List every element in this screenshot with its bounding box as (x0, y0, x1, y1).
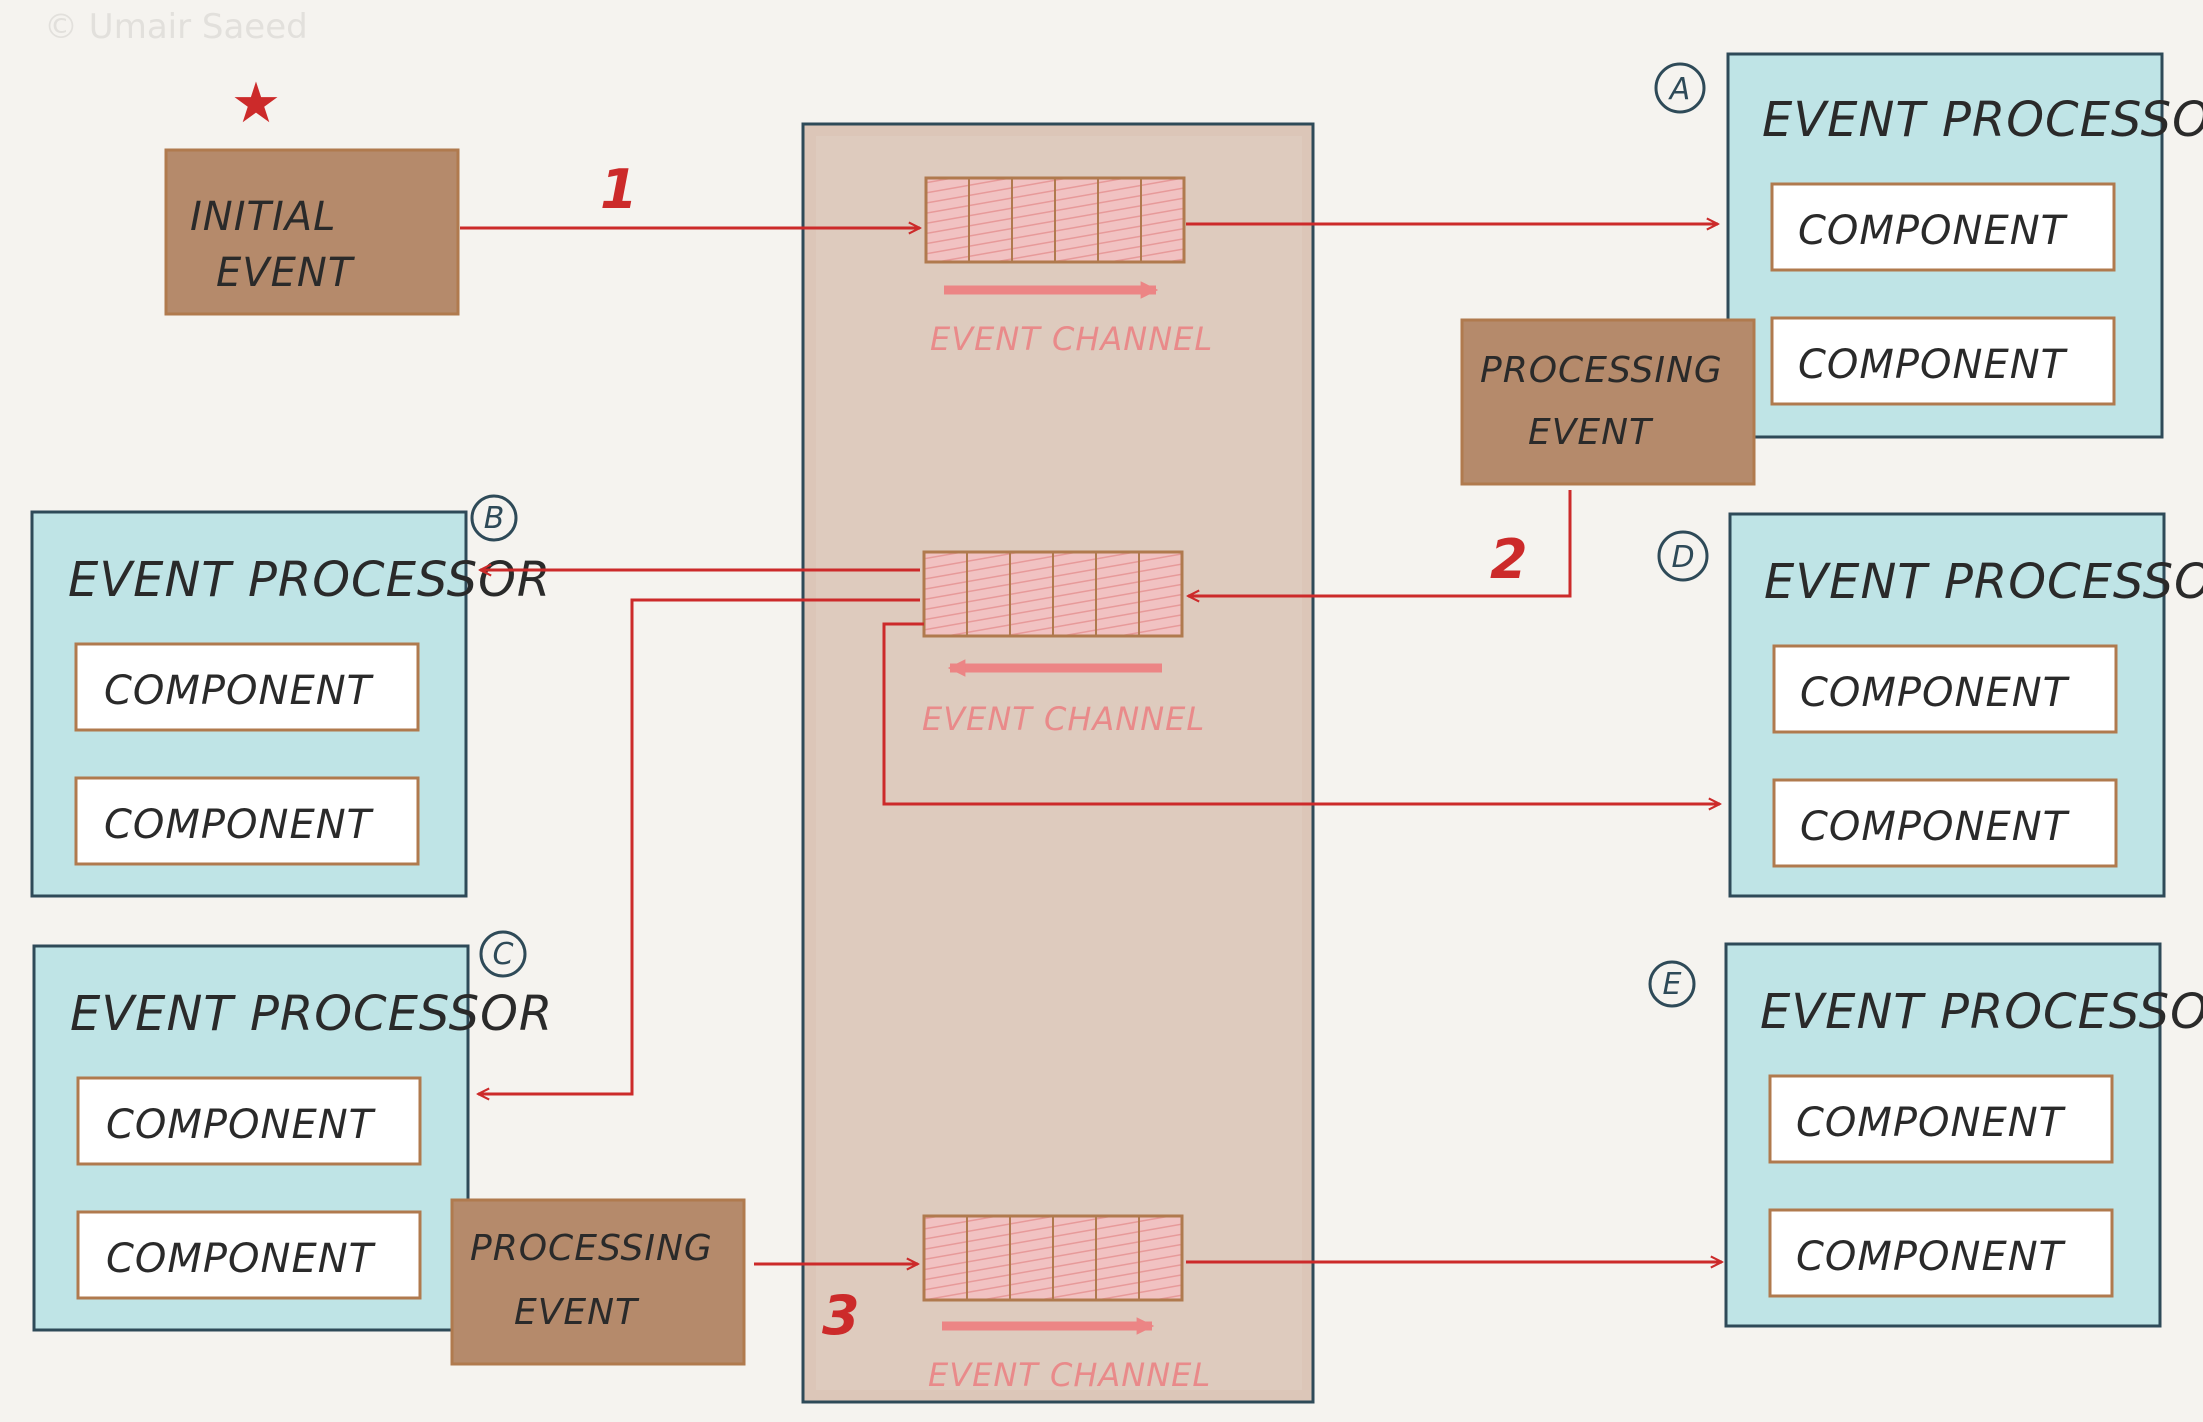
event-channel-3: EVENT CHANNEL (922, 1214, 1211, 1394)
channel-label-1: EVENT CHANNEL (930, 320, 1213, 358)
processing-event-top: PROCESSING EVENT (1460, 318, 1756, 486)
initial-event-line1: INITIAL (190, 194, 336, 240)
component-box (76, 1210, 422, 1300)
marker-b: B (484, 501, 505, 536)
event-broker-column (801, 122, 1315, 1404)
processor-c-title: EVENT PROCESSOR (70, 986, 553, 1042)
component-label: COMPONENT (104, 802, 375, 848)
event-processor-b: B EVENT PROCESSOR COMPONENT COMPONENT (30, 494, 551, 898)
component-box (1772, 644, 2118, 734)
channel-label-3: EVENT CHANNEL (928, 1356, 1211, 1394)
component-label: COMPONENT (104, 668, 375, 714)
component-label: COMPONENT (106, 1236, 377, 1282)
arrow-channel2-to-processor-c (478, 598, 920, 1094)
marker-e-circle (1648, 960, 1696, 1008)
processing-event-top-line1: PROCESSING (1480, 350, 1723, 391)
processor-d-title: EVENT PROCESSOR (1764, 554, 2203, 610)
component-label: COMPONENT (1798, 208, 2069, 254)
event-processor-d: D EVENT PROCESSOR COMPONENT COMPONENT (1657, 512, 2203, 898)
component-box (1772, 778, 2118, 868)
processor-a-title: EVENT PROCESSOR (1762, 92, 2203, 148)
channel-label-2: EVENT CHANNEL (922, 700, 1205, 738)
component-label: COMPONENT (106, 1102, 377, 1148)
event-channel-1: EVENT CHANNEL (924, 176, 1213, 358)
marker-d: D (1671, 540, 1694, 575)
component-box (1768, 1208, 2114, 1298)
component-box (76, 1076, 422, 1166)
marker-e: E (1663, 967, 1682, 1002)
component-box (1768, 1074, 2114, 1164)
component-label: COMPONENT (1800, 670, 2071, 716)
event-processor-e: E EVENT PROCESSOR COMPONENT COMPONENT (1648, 942, 2203, 1328)
processor-b-title: EVENT PROCESSOR (68, 552, 551, 608)
processing-event-top-line2: EVENT (1528, 412, 1654, 453)
arrow-processing-event-to-channel2 (1188, 490, 1572, 596)
processing-event-bottom-line2: EVENT (514, 1292, 640, 1333)
component-label: COMPONENT (1798, 342, 2069, 388)
marker-b-circle (470, 494, 518, 542)
marker-c: C (493, 937, 514, 972)
event-processor-c: C EVENT PROCESSOR COMPONENT COMPONENT (32, 930, 553, 1332)
processor-e-title: EVENT PROCESSOR (1760, 984, 2203, 1040)
flow-arrows (460, 224, 1722, 1264)
processing-event-bottom: PROCESSING EVENT (450, 1198, 746, 1366)
component-box (1770, 316, 2116, 406)
component-label: COMPONENT (1796, 1100, 2067, 1146)
marker-a-circle (1654, 62, 1706, 114)
step-2-label: 2 (1490, 528, 1528, 591)
step-1-label: 1 (600, 158, 638, 221)
arrow-channel2-to-processor-d (882, 622, 1720, 804)
component-box (74, 776, 420, 866)
marker-c-circle (479, 930, 527, 978)
watermark-text: © Umair Saeed (44, 7, 308, 47)
marker-a: A (1668, 72, 1691, 107)
component-box (74, 642, 420, 732)
initial-event-line2: EVENT (216, 250, 356, 296)
component-box (1770, 182, 2116, 272)
marker-d-circle (1657, 530, 1709, 582)
event-channel-2: EVENT CHANNEL (922, 550, 1205, 738)
event-processor-a: A EVENT PROCESSOR COMPONENT COMPONENT (1654, 52, 2203, 439)
component-label: COMPONENT (1796, 1234, 2067, 1280)
processing-event-bottom-line1: PROCESSING (470, 1228, 713, 1269)
star-icon: ★ (231, 71, 281, 136)
step-3-label: 3 (822, 1284, 860, 1347)
component-label: COMPONENT (1800, 804, 2071, 850)
initial-event: ★ INITIAL EVENT (164, 71, 460, 316)
